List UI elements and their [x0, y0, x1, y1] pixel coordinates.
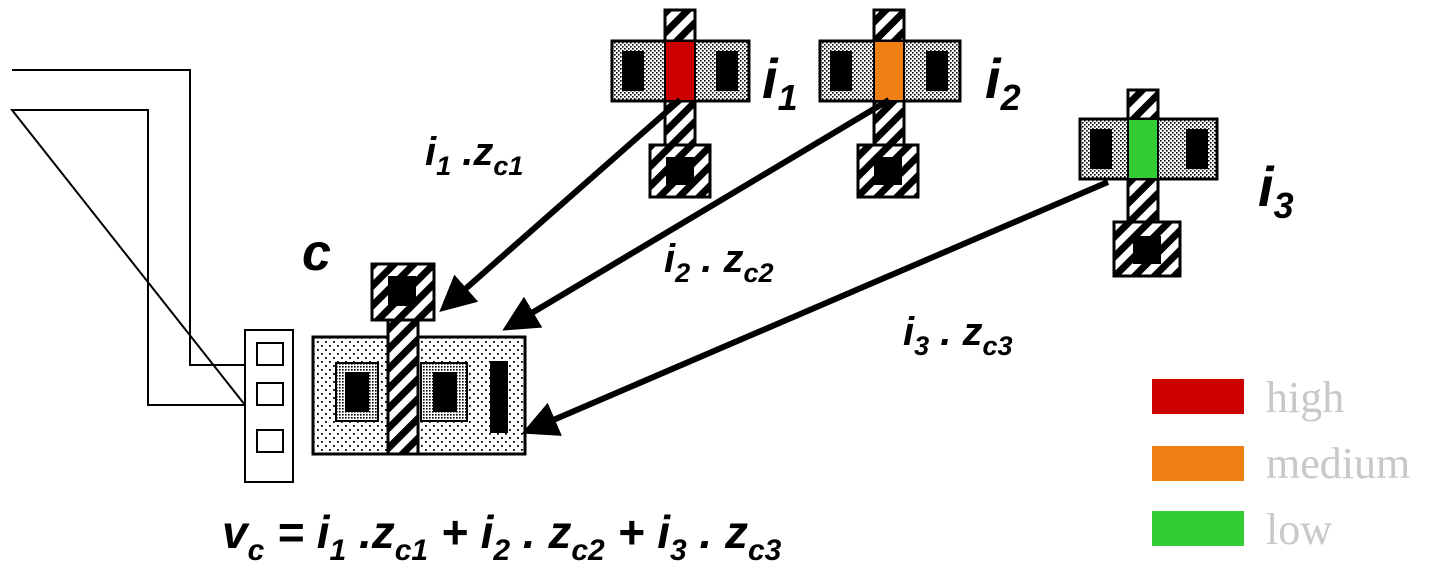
arrow-label-2: i2 . zc2 — [664, 237, 774, 288]
legend-label-low: low — [1266, 505, 1332, 554]
legend-label-medium: medium — [1266, 439, 1410, 488]
legend-swatch-medium — [1152, 446, 1244, 481]
legend-swatch-low — [1152, 511, 1244, 546]
arrow-label-3: i3 . zc3 — [903, 310, 1013, 361]
i2-gate-activity — [873, 40, 905, 102]
equation: vc = i1 .zc1 + i2 . zc2 + i3 . zc3 — [222, 506, 782, 567]
arrow-i1-to-c — [439, 97, 682, 312]
i1-gate-activity — [664, 40, 696, 102]
pad-2 — [256, 382, 284, 406]
legend-label-high: high — [1266, 373, 1344, 422]
wire-loop — [9, 69, 248, 406]
i3-gate-activity — [1127, 118, 1159, 180]
arrow-label-1: i1 .zc1 — [425, 130, 523, 181]
pad-1 — [256, 342, 284, 366]
transistor-c — [311, 262, 527, 456]
label-i3: i3 — [1258, 155, 1294, 226]
legend-swatch-high — [1152, 379, 1244, 414]
transistor-i2 — [818, 8, 962, 199]
pad-3 — [256, 429, 284, 453]
transistor-i1 — [610, 8, 751, 199]
legend: high medium low — [1152, 373, 1410, 554]
arrow-i2-to-c — [502, 97, 891, 331]
transistor-i3 — [1078, 88, 1219, 278]
label-i2: i2 — [985, 47, 1021, 118]
label-i1: i1 — [762, 47, 798, 118]
arrow-i3-to-c — [521, 179, 1110, 436]
label-c: c — [302, 224, 331, 282]
wire-outline — [12, 69, 245, 366]
